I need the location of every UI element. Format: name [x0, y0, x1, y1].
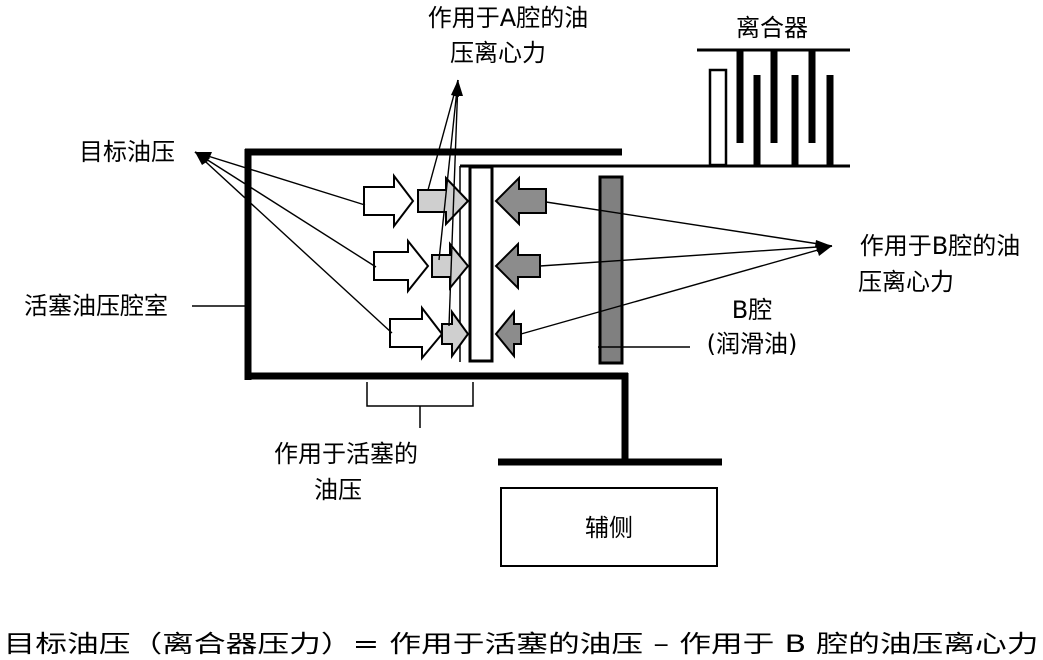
- target-pressure-arrow: [373, 238, 430, 294]
- aux-side-box: [500, 487, 718, 567]
- piston-pressure-bracket: [366, 382, 474, 407]
- b-centrifugal-arrow: [494, 309, 522, 359]
- a-centrifugal-label-line1: 作用于A腔的油: [428, 4, 588, 32]
- clutch-label: 离合器: [736, 14, 808, 42]
- b-centrifugal-arrow: [494, 241, 541, 291]
- piston-chamber-label: 活塞油压腔室: [24, 292, 168, 320]
- target-pressure-arrows: [363, 173, 444, 361]
- target-pressure-leaders: [194, 151, 393, 334]
- aux-side-label: 辅侧: [585, 514, 633, 542]
- formula-text: 目标油压（离合器压力）= 作用于活塞的油压 – 作用于 B 腔的油压离心力: [4, 630, 1039, 658]
- b-chamber-label-line1: B腔: [732, 296, 772, 324]
- b-centrifugal-arrow: [494, 175, 547, 227]
- clutch-plates: [708, 50, 834, 167]
- a-centrifugal-label-line2: 压离心力: [450, 39, 546, 67]
- b-centrifugal-arrows: [494, 175, 547, 359]
- a-centrifugal-arrow: [441, 308, 470, 360]
- b-centrifugal-leaders: [520, 201, 833, 335]
- piston: [468, 165, 494, 363]
- target-pressure-label: 目标油压: [79, 138, 175, 166]
- a-centrifugal-leaders: [427, 79, 463, 327]
- piston-pressure-label-line1: 作用于活塞的: [274, 440, 418, 468]
- canceller-plate: [598, 175, 624, 365]
- piston-chamber-housing: [244, 148, 722, 466]
- piston-pressure-label-line2: 油压: [314, 476, 362, 504]
- b-chamber-label-line2: (润滑油): [707, 330, 798, 358]
- target-pressure-arrow: [389, 305, 444, 361]
- a-centrifugal-arrows: [417, 175, 470, 360]
- a-centrifugal-arrow: [431, 241, 470, 291]
- target-pressure-arrow: [363, 173, 415, 229]
- b-centrifugal-label-line1: 作用于B腔的油: [860, 232, 1020, 260]
- clutch-pressure-plate: [708, 68, 728, 167]
- b-centrifugal-label-line2: 压离心力: [858, 268, 954, 296]
